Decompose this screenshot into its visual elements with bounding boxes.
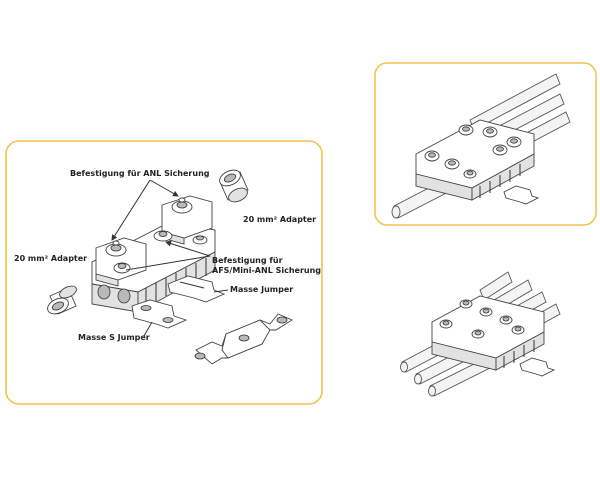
ground-jumper-part xyxy=(167,275,226,303)
assembled-view-frame xyxy=(374,62,597,226)
exploded-view xyxy=(47,169,293,365)
ground-s-jumper-label: Masse S Jumper xyxy=(78,333,150,342)
adapter-right-label: 20 mm² Adapter xyxy=(243,215,316,224)
adapter-left-part xyxy=(47,285,77,315)
afs-mount-label-line2: AFS/Mini-ANL Sicherung xyxy=(212,266,321,275)
adapter-left-label: 20 mm² Adapter xyxy=(14,254,87,263)
ground-jumper-label: Masse Jumper xyxy=(230,285,293,294)
anl-mount-label: Befestigung für ANL Sicherung xyxy=(70,169,210,178)
assembled-view-bottom xyxy=(400,271,561,397)
stud-nut-anl-left xyxy=(105,240,127,257)
ground-s-jumper-part xyxy=(131,299,188,329)
adapter-right-part xyxy=(219,169,249,203)
stud-nut-anl-top xyxy=(171,197,193,214)
stud-nut-afs xyxy=(113,230,208,274)
exploded-view-frame xyxy=(5,140,323,405)
assembled-view-top xyxy=(391,73,571,219)
afs-mount-label-line1: Befestigung für xyxy=(212,256,283,265)
anl-fuse-part xyxy=(194,313,293,365)
